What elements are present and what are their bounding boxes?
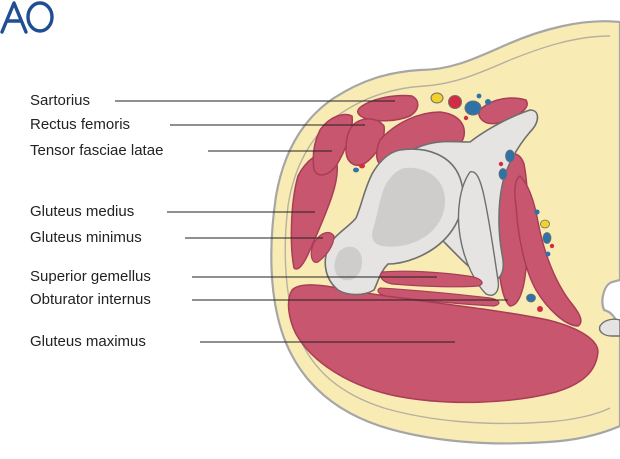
small-artery-1 [463,115,469,121]
tensor-fasciae-latae-muscle [312,113,354,176]
ao-logo [0,1,54,34]
trochanter-marrow [334,246,362,281]
obturator-vein-1 [505,149,515,163]
pudendal-nerve [540,219,550,229]
superior-gemellus-muscle [379,270,483,288]
label-gluteus-maximus: Gluteus maximus [30,333,146,350]
lateral-artery [359,163,365,169]
label-obturator-internus: Obturator internus [30,291,151,308]
small-vein-1 [485,99,491,105]
sartorius-muscle [357,94,419,122]
pubic-bone-fragment [598,318,620,337]
obturator-artery [498,161,504,167]
label-gluteus-medius: Gluteus medius [30,203,135,220]
label-sartorius: Sartorius [30,92,91,109]
femoral-head-marrow [372,167,446,247]
pudendal-vein [542,232,552,244]
small-vein-2 [476,93,482,99]
femoral-artery [448,95,462,109]
gluteus-minimus-muscle [310,231,335,263]
obturator-internus-tendon [377,287,500,307]
medial-muscle-strip [514,175,582,327]
ischial-bone [457,171,500,296]
pudendal-vein-small [534,209,540,215]
label-rectus-femoris: Rectus femoris [30,116,131,133]
lateral-vein [353,167,359,173]
leader-lines [115,100,508,343]
pudendal-artery [549,243,555,249]
label-gluteus-minimus: Gluteus minimus [30,229,142,246]
obturator-vein-2 [498,168,508,180]
femoral-nerve [430,92,444,104]
label-superior-gemellus: Superior gemellus [30,268,151,285]
fascia-line [284,35,611,425]
pudendal-vein-lower [545,251,551,257]
inferior-gluteal-vein [526,293,536,303]
femoral-vein [464,100,482,116]
rectus-femoris-muscle [345,118,385,166]
inferior-gluteal-artery [537,306,543,312]
label-tensor-fasciae-latae: Tensor fasciae latae [30,142,164,159]
